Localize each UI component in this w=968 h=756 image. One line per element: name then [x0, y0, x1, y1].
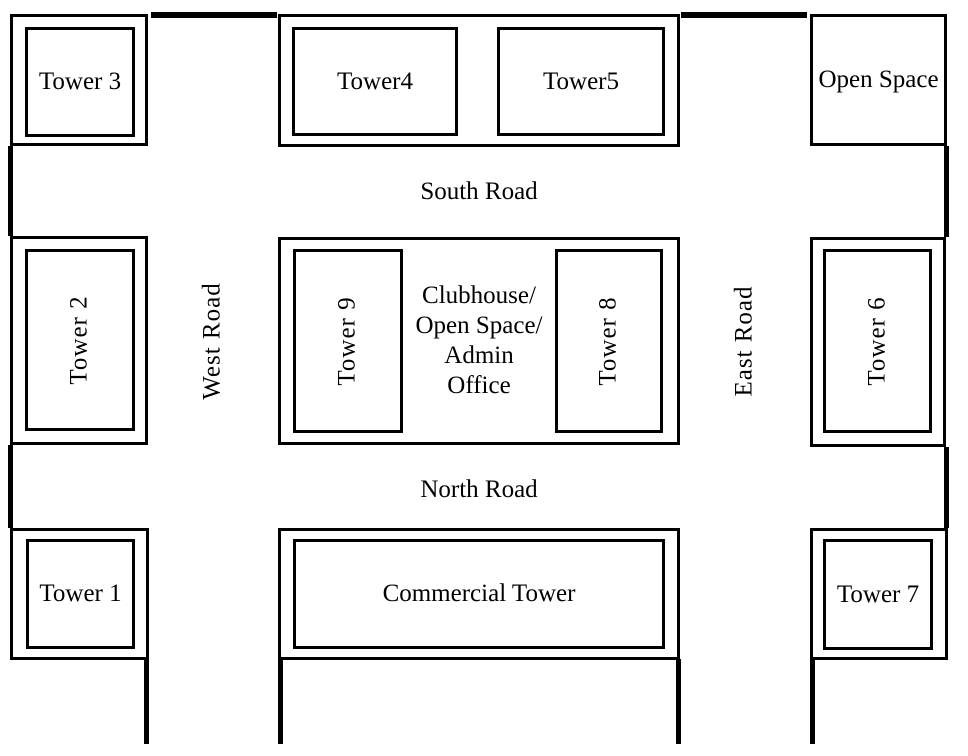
- clubhouse-label-line4: Office: [447, 372, 511, 399]
- boundary-bottom-stub-2: [278, 659, 283, 744]
- commercial-tower-box: Commercial Tower: [293, 539, 665, 649]
- boundary-bottom-stub-4: [810, 659, 815, 744]
- commercial-tower-label: Commercial Tower: [382, 580, 576, 607]
- open-space-box: Open Space: [810, 14, 947, 146]
- tower5-box: Tower5: [497, 27, 665, 136]
- open-space-label: Open Space: [818, 66, 939, 93]
- tower2-label: Tower 2: [65, 295, 93, 385]
- tower2-box: Tower 2: [25, 249, 135, 431]
- tower8-box: Tower 8: [555, 249, 663, 433]
- boundary-right-lower-segment: [944, 447, 949, 528]
- tower7-box: Tower 7: [823, 539, 933, 650]
- tower7-label: Tower 7: [836, 580, 920, 608]
- clubhouse-label-line2: Open Space/: [415, 312, 543, 339]
- boundary-right-upper-segment: [944, 146, 949, 237]
- east-road-label: East Road: [730, 285, 758, 397]
- tower9-box: Tower 9: [293, 249, 403, 433]
- tower1-box: Tower 1: [26, 539, 135, 649]
- tower3-box: Tower 3: [25, 27, 135, 137]
- boundary-bottom-stub-1: [144, 659, 149, 744]
- east-road-strip: East Road: [680, 237, 810, 445]
- boundary-top-right-segment: [681, 12, 807, 18]
- south-road-label: South Road: [420, 178, 538, 205]
- tower5-label: Tower5: [542, 67, 619, 95]
- boundary-left-lower-segment: [8, 445, 13, 528]
- tower8-label: Tower 8: [594, 296, 622, 386]
- west-road-strip: West Road: [148, 237, 278, 445]
- clubhouse-label-line1: Clubhouse/: [422, 282, 536, 309]
- clubhouse-label-line3: Admin: [444, 342, 514, 369]
- boundary-bottom-stub-3: [676, 659, 681, 744]
- tower6-box: Tower 6: [823, 249, 932, 433]
- boundary-top-left-segment: [151, 12, 277, 18]
- west-road-label: West Road: [198, 282, 226, 400]
- north-road-label: North Road: [420, 476, 538, 503]
- tower1-label: Tower 1: [39, 580, 122, 607]
- tower9-label: Tower 9: [333, 296, 361, 386]
- tower3-label: Tower 3: [38, 68, 122, 95]
- clubhouse-label-block: Clubhouse/ Open Space/ Admin Office: [403, 237, 555, 445]
- tower4-label: Tower4: [336, 67, 413, 95]
- boundary-left-upper-segment: [8, 146, 13, 236]
- tower4-box: Tower4: [292, 27, 458, 136]
- tower6-label: Tower 6: [863, 296, 891, 386]
